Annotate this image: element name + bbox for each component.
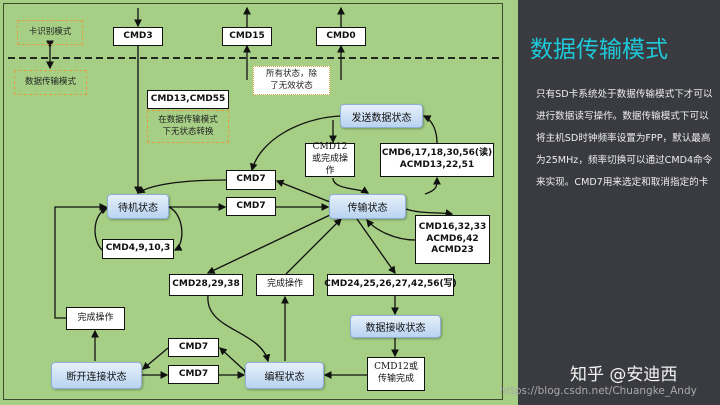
cmd0-box: CMD0: [316, 27, 366, 46]
cmd13-cmd55-box: CMD13,CMD55: [147, 90, 229, 109]
panel-title: 数据传输模式: [530, 37, 668, 63]
cmd12-or-transfer-done-box: CMD12或传输完成: [367, 357, 425, 391]
data-transfer-mode-label: 数据传输模式: [14, 70, 87, 95]
card-identification-mode-label: 卡识别模式: [17, 20, 83, 45]
cmd3-box: CMD3: [113, 27, 163, 46]
url-watermark: https://blog.csdn.net/Chuangke_Andy: [500, 385, 697, 397]
transfer-state: 传输状态: [329, 194, 406, 219]
receive-data-state: 数据接收状态: [350, 315, 441, 338]
panel-description: 只有SD卡系统处于数据传输模式下才可以进行数据读写操作。数据传输模式下可以将主机…: [536, 89, 713, 188]
diagram-frame: [3, 3, 503, 400]
cmd7-box-low1: CMD7: [168, 338, 219, 357]
zhihu-watermark: 知乎 @安迪西: [570, 365, 678, 385]
programming-state: 编程状态: [245, 362, 324, 389]
cmd16-group-box: CMD16,32,33 ACMD6,42 ACMD23: [415, 215, 490, 264]
cmd28-29-38-box: CMD28,29,38: [169, 274, 243, 296]
write-commands-box: CMD24,25,26,27,42,56(写): [324, 274, 457, 296]
cmd15-box: CMD15: [222, 27, 272, 46]
send-data-state: 发送数据状态: [340, 104, 423, 128]
cmd7-box-top: CMD7: [226, 170, 276, 190]
disconnect-state: 断开连接状态: [51, 362, 142, 389]
read-commands-box: CMD6,17,18,30,56(读) ACMD13,22,51: [380, 143, 494, 177]
cmd7-box-low2: CMD7: [168, 365, 219, 384]
arrows-layer: [8, 6, 500, 379]
cmd12-or-done-box: CMD12或完成操作: [305, 142, 355, 177]
done-operation-box-mid: 完成操作: [256, 274, 314, 296]
done-operation-box-left: 完成操作: [66, 307, 125, 330]
description-panel: 数据传输模式 只有SD卡系统处于数据传输模式下才可以进行数据读写操作。数据传输模…: [500, 0, 720, 405]
standby-state: 待机状态: [107, 194, 169, 219]
no-transition-note: 在数据传输模式下无状态转换: [147, 110, 229, 143]
cmd7-box-mid: CMD7: [226, 197, 276, 216]
all-states-note: 所有状态，除了无效状态: [253, 66, 330, 95]
state-diagram: 卡识别模式 数据传输模式 CMD3 CMD15 CMD0 所有状态，除了无效状态…: [0, 0, 518, 405]
cmd4-9-10-3-box: CMD4,9,10,3: [102, 239, 174, 259]
